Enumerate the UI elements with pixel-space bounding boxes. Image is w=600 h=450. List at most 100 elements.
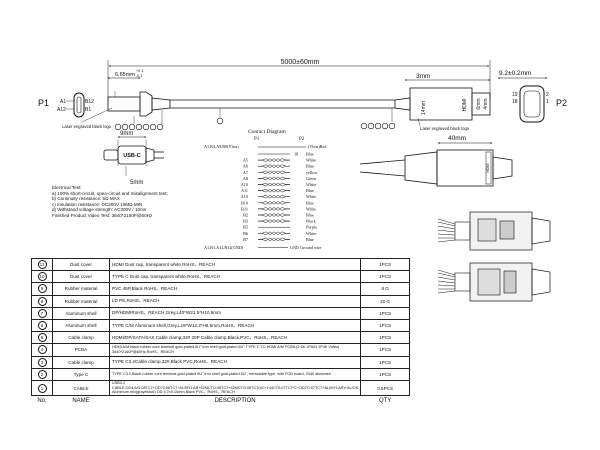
bom-header-description: DESCRIPTION <box>214 397 256 404</box>
twisted-pair-wire <box>258 219 290 223</box>
twisted-pair-wire <box>258 194 290 199</box>
electrical-test-line: b) Continuity resistance: 5Ω MAX <box>52 196 120 202</box>
contact-bottom-right: GND Ground wire <box>290 245 322 250</box>
twisted-pair-wire <box>258 207 290 211</box>
contact-pin-p1: A10 <box>241 194 248 199</box>
bom-number: 10 <box>31 270 53 284</box>
bom-number: 9 <box>31 282 53 296</box>
contact-pin-p1: A5 <box>243 158 248 163</box>
hdmi-head-dimension: 9.2±0.2mm <box>497 70 548 79</box>
p2-label: P2 <box>556 98 567 108</box>
contact-pin-p1: A10 <box>241 182 248 187</box>
twisted-pair-wire <box>258 200 290 205</box>
laser-logo-left-callout: Laser engraved black logo <box>62 107 113 129</box>
pin-18-label: 18 <box>512 99 518 105</box>
electrical-test-line: Finished Product Video Test: 3840*2160P@… <box>52 212 153 218</box>
bom-qty: 20 G <box>360 294 411 308</box>
contact-pin-p2: 18 <box>294 152 298 157</box>
bom-number-balloon: 4 <box>37 345 47 355</box>
contact-col-p2: P2 <box>299 137 305 142</box>
bom-qty: 1PCS <box>360 306 411 320</box>
hdmi-tip-depth-label: 4mm <box>483 98 489 109</box>
twisted-pair-wire <box>258 213 290 217</box>
contact-top-label: A1,B4,A9,B9(Vbus) <box>204 144 239 150</box>
bom-description: TYPE C3.2Cable clamp,32#,Black PVC,RoHS、… <box>108 355 362 369</box>
overall-length-label: 5000±60mm <box>281 59 320 66</box>
twisted-pair-wire <box>258 182 290 187</box>
hdmi-tip-label: 3mm <box>416 73 430 80</box>
twisted-pair-wire <box>258 170 290 175</box>
contact-pin-p1: A11 <box>241 188 248 193</box>
bom-name: Rubber material <box>52 294 110 308</box>
twisted-pair-wire <box>258 176 290 181</box>
laser-logo-right-callout: Laser engraved black logo <box>417 117 470 131</box>
bom-description: HDMI/DP/SATA/SAS Cable clamp,32# 20P Cab… <box>108 331 362 345</box>
twisted-pair-wire <box>258 170 290 175</box>
bom-header-name: NAME <box>72 397 90 404</box>
bom-number: 3 <box>31 355 53 369</box>
bom-number: 7 <box>31 306 53 320</box>
twisted-pair-wire <box>258 200 290 205</box>
contact-pin-p1: B10 <box>241 200 248 205</box>
electrical-test-line: a) 100% short-circuit, open-circuit and … <box>52 190 168 196</box>
laser-logo-left-label: Laser engraved black logo <box>62 124 112 129</box>
twisted-pair-wire <box>258 213 290 217</box>
hdmi-collar-label: 6mm <box>476 98 482 109</box>
contact-pin-p1: A6 <box>243 164 248 169</box>
pcba-bottom-illustration <box>437 262 551 302</box>
electrical-test-line: c) Insulation resistance: DC300V 10MΩ MI… <box>52 201 143 207</box>
twisted-pair-wire <box>258 182 290 187</box>
contact-diagram: Contact Diagram P1 P2 A1,B4,A9,B9(Vbus) … <box>204 129 327 251</box>
twisted-pair-wire <box>258 164 290 169</box>
hdmi-head-height-label: 9.2±0.2mm <box>499 70 531 77</box>
contact-wire-color: White <box>306 194 316 199</box>
bom-number: 2 <box>31 367 53 381</box>
hdmi-plug-height-label: 14mm <box>421 101 427 115</box>
usbc-detail-logo: USB-C <box>123 153 140 159</box>
bom-qty: 1PCS <box>360 318 411 333</box>
bom-qty: 1PCS <box>360 343 411 357</box>
bom-number-balloon: 2 <box>37 369 47 379</box>
twisted-pair-wire <box>258 231 290 236</box>
pin-b1-label: B1 <box>85 107 91 113</box>
usbc-tip-dimension: 6.65mm +0.1 -0.1 <box>107 69 143 79</box>
usbc-body-height-label: 5mm <box>130 180 143 186</box>
bom-number-balloon: 3 <box>37 357 47 367</box>
bom-number-balloon: 7 <box>37 308 47 318</box>
contact-wire-color: White <box>306 182 316 187</box>
contact-top-right: (Vbus)Red <box>308 144 327 149</box>
electrical-test-notes: Electrical Test: a) 100% short-circuit, … <box>52 185 332 219</box>
p1-label: P1 <box>38 98 49 108</box>
bom-qty: 1PCS <box>360 367 411 381</box>
callout-balloons-upper <box>114 108 396 131</box>
contact-pin-p1: B7 <box>243 237 248 242</box>
contact-diagram-title: Contact Diagram <box>248 129 286 135</box>
bom-description: DP/HDMIRoHS、REACH,Grey,L40*W21.5*H10.5mm <box>108 306 362 320</box>
contact-bottom-label: A1,B1,A12,B12(GND) <box>204 245 244 251</box>
hdmi-plug-end-view: 19 18 2 1 <box>512 85 549 123</box>
contact-pin-p1: A8 <box>243 176 248 181</box>
bom-description: LD PE,RoHS、REACH <box>108 294 362 308</box>
bom-header-no: No. <box>37 397 47 404</box>
contact-wire-color: White <box>306 231 316 236</box>
usbc-plug-side-view: A1 A12 B12 B1 <box>57 92 94 118</box>
electrical-test-line: d) Withstand voltage strength: AC300V / … <box>52 207 147 213</box>
bom-number-balloon: 10 <box>37 272 47 282</box>
contact-wire-color: Blue <box>306 237 314 242</box>
twisted-pair-wire <box>258 219 290 223</box>
